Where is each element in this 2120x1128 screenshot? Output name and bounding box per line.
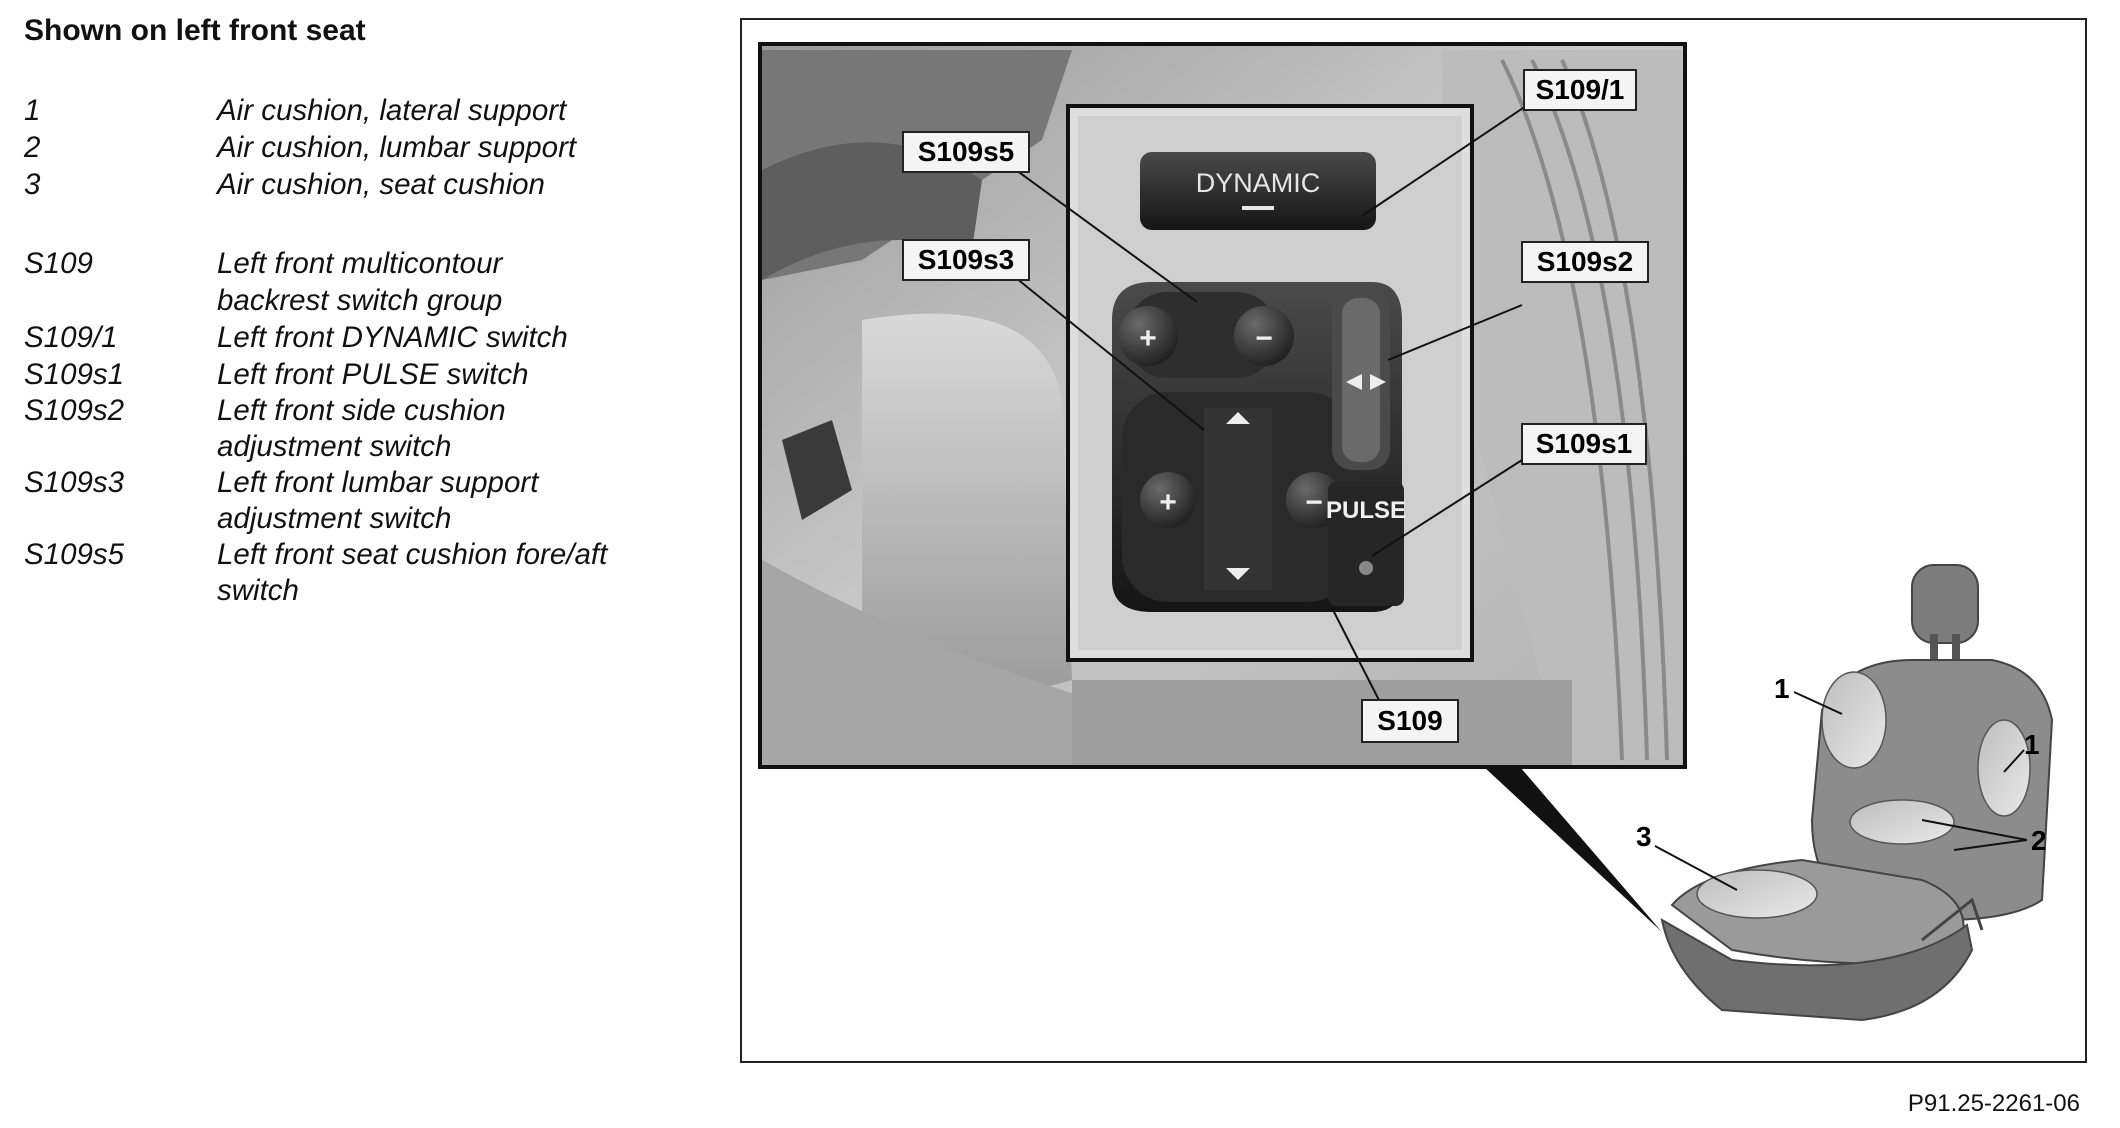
page-heading: Shown on left front seat — [24, 14, 366, 47]
callout-s109: S109 — [1377, 705, 1442, 736]
lumbar-cushion — [1849, 799, 1955, 845]
console-shape — [762, 142, 982, 280]
minus-label: − — [1255, 322, 1273, 355]
dynamic-switch — [1140, 152, 1376, 230]
dynamic-label: DYNAMIC — [1196, 168, 1321, 198]
legend-code: S109s5 — [24, 538, 125, 571]
legend-desc: Left front side cushion adjustment switc… — [217, 394, 506, 463]
seat-base — [1660, 918, 1974, 1022]
legend-desc: Left front multicontour backrest switch … — [217, 247, 503, 317]
legend-item-s109s2: S109s2 Left front side cushion adjustmen… — [24, 393, 704, 465]
diagram-svg: DYNAMIC + − + − PULSE — [758, 42, 2054, 1022]
legend-item-2: 2 Air cushion, lumbar support — [24, 129, 704, 166]
floor-shape — [762, 560, 1162, 765]
legend-desc: Left front lumbar support adjustment swi… — [217, 466, 539, 535]
legend-code: S109s3 — [24, 466, 125, 499]
seat-leader-lines — [1654, 691, 2028, 891]
callout-labels: S109/1 S109s5 S109s3 S109s2 S109s1 S109 — [902, 69, 1649, 743]
callout-seat-1b: 1 — [2024, 729, 2040, 760]
callout-seat-3: 3 — [1636, 821, 1652, 852]
callout-s109s1: S109s1 — [1536, 428, 1633, 459]
legend-item-3: 3 Air cushion, seat cushion — [24, 166, 704, 203]
figure-frame: DYNAMIC + − + − PULSE — [740, 18, 2087, 1063]
legend-code: S109/1 — [24, 321, 118, 354]
callout-s109s5: S109s5 — [918, 136, 1015, 167]
plus-label: + — [1139, 322, 1157, 355]
switch-inset: DYNAMIC + − + − PULSE — [1066, 104, 1474, 662]
seat-switch-shape — [782, 420, 852, 520]
leader-lines — [1015, 101, 1533, 707]
headrest — [1911, 564, 1979, 644]
lateral-cushion-right — [1977, 719, 2031, 817]
legend-list: 1 Air cushion, lateral support 2 Air cus… — [24, 92, 704, 609]
legend-desc: Air cushion, lateral support — [217, 94, 567, 127]
legend-desc: Left front DYNAMIC switch — [217, 321, 568, 354]
pulse-switch — [1328, 482, 1404, 606]
callout-s109s2: S109s2 — [1537, 246, 1634, 277]
legend-desc: Left front seat cushion fore/aft switch — [217, 538, 608, 607]
minus-label: − — [1305, 486, 1323, 519]
legend-desc: Air cushion, seat cushion — [217, 168, 545, 201]
legend-desc: Air cushion, lumbar support — [217, 131, 577, 164]
left-seat-shape — [862, 313, 1072, 692]
legend-desc: Left front PULSE switch — [217, 358, 529, 391]
legend-code: 2 — [24, 131, 41, 164]
callout-seat-2: 2 — [2031, 825, 2047, 856]
legend-item-s109: S109 Left front multicontour backrest sw… — [24, 245, 584, 319]
seat-illustration — [1660, 564, 2054, 1022]
legend-code: S109 — [24, 247, 93, 280]
pointer-wedge — [1484, 767, 1662, 932]
legend-item-s109-1: S109/1 Left front DYNAMIC switch — [24, 319, 704, 356]
pulse-label: PULSE — [1326, 497, 1406, 524]
legend-item-s109s3: S109s3 Left front lumbar support adjustm… — [24, 465, 704, 537]
lateral-cushion-left — [1821, 671, 1887, 769]
right-seat-shape — [1442, 50, 1682, 765]
callout-s109s3: S109s3 — [918, 244, 1015, 275]
legend-item-1: 1 Air cushion, lateral support — [24, 92, 704, 129]
plus-label: + — [1159, 486, 1177, 519]
seat-callouts: 1 1 2 3 — [1636, 673, 2047, 856]
legend-code: S109s2 — [24, 394, 125, 427]
legend-item-s109s5: S109s5 Left front seat cushion fore/aft … — [24, 537, 704, 609]
seat-cushion-air — [1696, 869, 1818, 919]
figure-number: P91.25-2261-06 — [1907, 1090, 2080, 1117]
legend-code: 1 — [24, 94, 41, 127]
legend-item-s109s1: S109s1 Left front PULSE switch — [24, 356, 704, 393]
legend-code: S109s1 — [24, 358, 125, 391]
callout-seat-1a: 1 — [1774, 673, 1790, 704]
legend-code: 3 — [24, 168, 41, 201]
callout-s109-1: S109/1 — [1536, 74, 1625, 105]
